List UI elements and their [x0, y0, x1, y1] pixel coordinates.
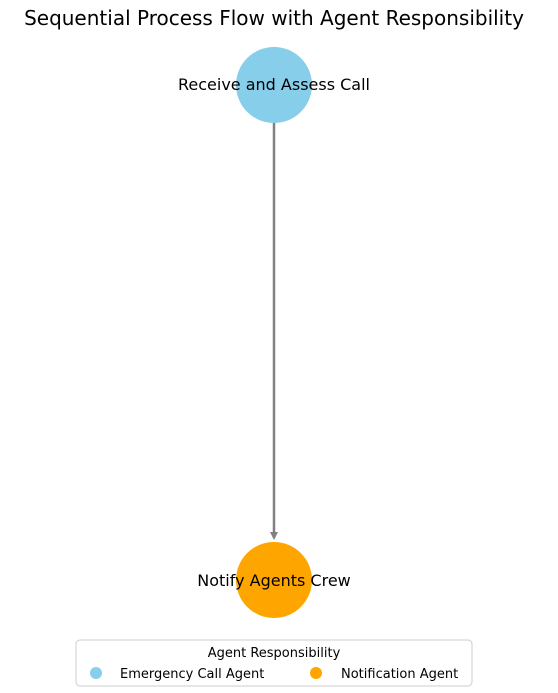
legend-label-notification-agent: Notification Agent [341, 667, 458, 682]
legend-title: Agent Responsibility [208, 646, 341, 661]
legend-box [75, 639, 473, 687]
process-node-notify: Notify Agents Crew [197, 542, 351, 618]
diagram-title: Sequential Process Flow with Agent Respo… [24, 6, 524, 30]
node-label-receive: Receive and Assess Call [178, 75, 370, 94]
node-circle-receive [236, 47, 312, 123]
legend-marker-emergency-call-agent [90, 667, 102, 679]
legend-marker-notification-agent [310, 667, 322, 679]
legend: Agent Responsibility Emergency Call Agen… [75, 639, 473, 687]
node-circle-notify [236, 542, 312, 618]
legend-label-emergency-call-agent: Emergency Call Agent [120, 667, 264, 682]
node-label-notify: Notify Agents Crew [197, 571, 351, 590]
process-node-receive: Receive and Assess Call [178, 47, 370, 123]
